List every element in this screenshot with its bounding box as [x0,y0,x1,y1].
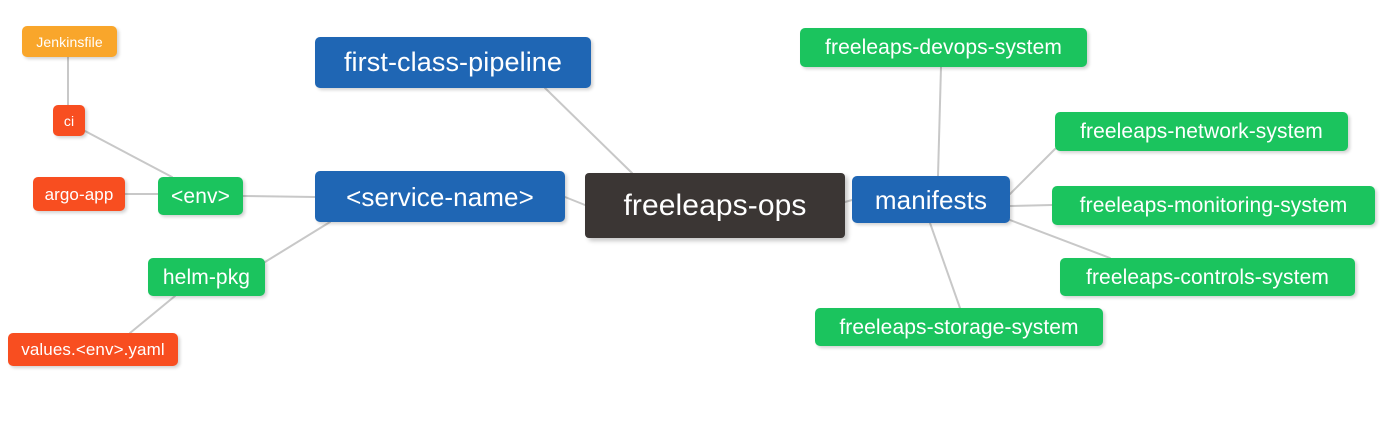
edge-manifests-to-freeleaps-controls-system [1009,219,1111,259]
mindmap-node-ci[interactable]: ci [53,105,85,136]
mindmap-node-label: Jenkinsfile [36,33,103,50]
mindmap-node-freeleaps-ops[interactable]: freeleaps-ops [585,173,845,238]
edge-manifests-to-freeleaps-storage-system [929,222,961,309]
edge-manifests-to-freeleaps-monitoring-system [1009,204,1053,207]
mindmap-node-values-env-yaml[interactable]: values.<env>.yaml [8,333,178,366]
mindmap-node-label: ci [63,112,75,129]
mindmap-node-label: <env> [171,184,230,208]
edge-env-to-ci [84,130,173,178]
mindmap-node-label: helm-pkg [162,265,251,289]
mindmap-node-label: manifests [874,184,988,215]
mindmap-node-jenkinsfile[interactable]: Jenkinsfile [22,26,117,57]
mindmap-node-label: freeleaps-storage-system [839,315,1079,339]
mindmap-node-first-class-pipeline[interactable]: first-class-pipeline [315,37,591,88]
mindmap-node-label: freeleaps-devops-system [825,36,1062,59]
mindmap-node-label: freeleaps-ops [623,188,807,222]
mindmap-node-label: freeleaps-controls-system [1086,265,1329,289]
mindmap-node-label: values.<env>.yaml [21,340,165,359]
mindmap-node-label: argo-app [44,184,114,204]
edge-freeleaps-ops-to-service-name [564,196,586,206]
mindmap-node-label: first-class-pipeline [343,47,563,77]
mindmap-node-argo-app[interactable]: argo-app [33,177,125,211]
edge-service-name-to-env [242,195,316,198]
edge-freeleaps-ops-to-first-class-pipeline [544,87,633,174]
mindmap-node-label: freeleaps-monitoring-system [1079,194,1348,217]
mindmap-node-env[interactable]: <env> [158,177,243,215]
mindmap-node-service-name[interactable]: <service-name> [315,171,565,222]
mindmap-node-freeleaps-network-system[interactable]: freeleaps-network-system [1055,112,1348,151]
edge-manifests-to-freeleaps-devops-system [937,66,942,177]
edge-service-name-to-helm-pkg [264,221,331,263]
mindmap-node-freeleaps-controls-system[interactable]: freeleaps-controls-system [1060,258,1355,296]
mindmap-node-freeleaps-monitoring-system[interactable]: freeleaps-monitoring-system [1052,186,1375,225]
edge-helm-pkg-to-values-env-yaml [129,295,176,334]
edge-manifests-to-freeleaps-network-system [1009,148,1056,195]
mindmap-node-manifests[interactable]: manifests [852,176,1010,223]
edge-freeleaps-ops-to-manifests [844,199,853,203]
mindmap-node-helm-pkg[interactable]: helm-pkg [148,258,265,296]
mindmap-node-label: <service-name> [346,181,534,212]
mindmap-node-label: freeleaps-network-system [1080,120,1323,143]
mindmap-node-freeleaps-storage-system[interactable]: freeleaps-storage-system [815,308,1103,346]
mindmap-node-freeleaps-devops-system[interactable]: freeleaps-devops-system [800,28,1087,67]
